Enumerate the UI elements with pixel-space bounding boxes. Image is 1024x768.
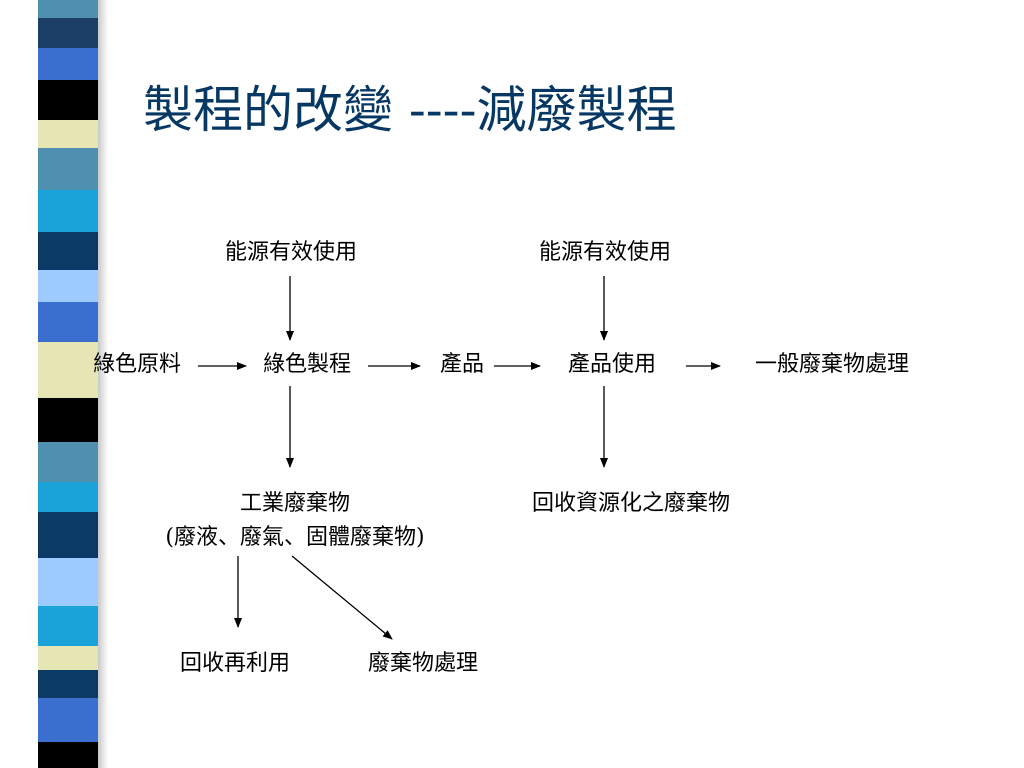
stripe-segment bbox=[38, 270, 98, 302]
node-green-process: 綠色製程 bbox=[262, 352, 352, 377]
stripe-segment bbox=[38, 698, 98, 742]
stripe-segment bbox=[38, 742, 98, 768]
decorative-stripe-bar bbox=[38, 0, 98, 768]
stripe-segment bbox=[38, 646, 98, 670]
node-general-waste-treatment: 一般廢棄物處理 bbox=[754, 352, 910, 377]
stripe-segment bbox=[38, 148, 98, 190]
stripe-segment bbox=[38, 120, 98, 148]
node-energy-efficiency-1: 能源有效使用 bbox=[224, 240, 358, 265]
stripe-segment bbox=[38, 18, 98, 48]
node-recyclable-waste: 回收資源化之廢棄物 bbox=[531, 491, 731, 516]
node-industrial-waste: 工業廢棄物 bbox=[239, 491, 351, 516]
node-energy-efficiency-2: 能源有效使用 bbox=[538, 240, 672, 265]
node-product: 產品 bbox=[439, 352, 485, 377]
stripe-segment bbox=[38, 232, 98, 270]
stripe-segment bbox=[38, 190, 98, 232]
stripe-segment bbox=[38, 442, 98, 482]
arrow-industrial-to-treatment bbox=[291, 555, 393, 640]
node-green-raw-material: 綠色原料 bbox=[92, 352, 182, 377]
stripe-segment bbox=[38, 302, 98, 342]
slide-title: 製程的改變 ----減廢製程 bbox=[143, 81, 677, 139]
stripe-segment bbox=[38, 342, 98, 398]
node-industrial-waste-types: (廢液、廢氣、固體廢棄物) bbox=[165, 525, 425, 550]
stripe-segment bbox=[38, 0, 98, 18]
stripe-bar-shadow bbox=[98, 0, 108, 768]
stripe-segment bbox=[38, 512, 98, 558]
stripe-segment bbox=[38, 398, 98, 442]
stripe-segment bbox=[38, 482, 98, 512]
stripe-segment bbox=[38, 48, 98, 80]
node-reuse: 回收再利用 bbox=[179, 651, 291, 676]
stripe-segment bbox=[38, 670, 98, 698]
stripe-segment bbox=[38, 606, 98, 646]
stripe-segment bbox=[38, 80, 98, 120]
node-product-use: 產品使用 bbox=[567, 352, 657, 377]
node-waste-treatment: 廢棄物處理 bbox=[367, 651, 479, 676]
stripe-segment bbox=[38, 558, 98, 606]
